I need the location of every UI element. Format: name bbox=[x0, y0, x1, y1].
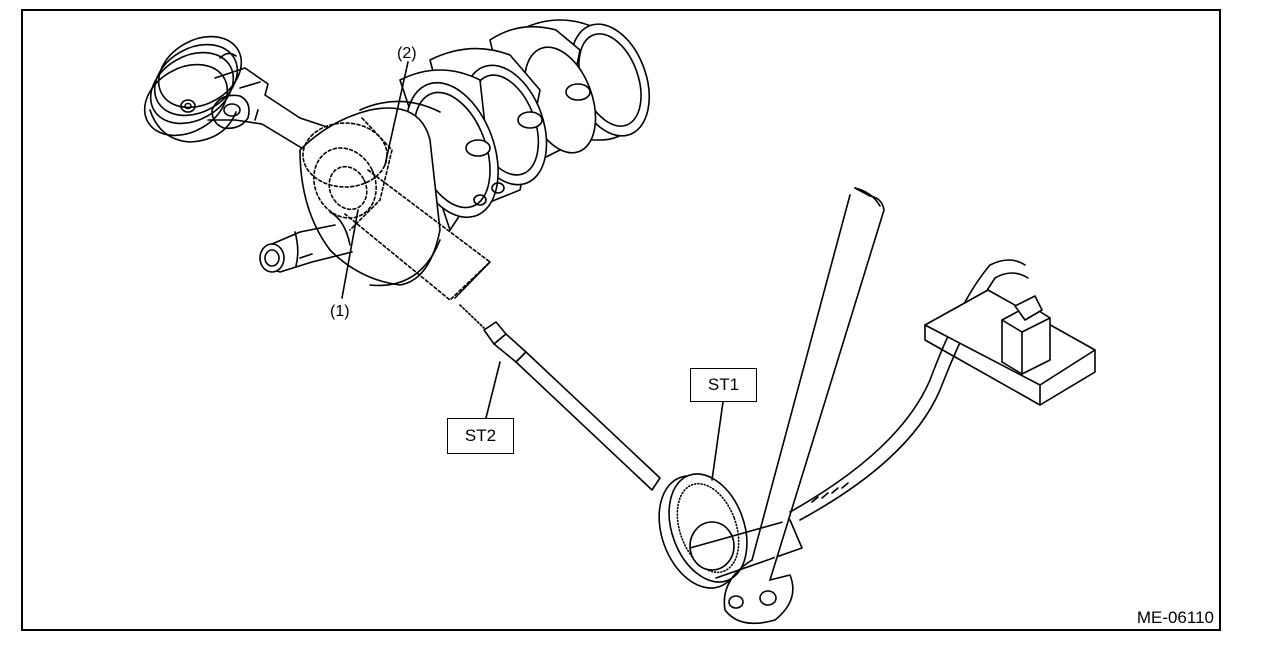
cable-illustration bbox=[789, 259, 1029, 521]
st2-label: ST2 bbox=[464, 426, 497, 445]
leader-lines bbox=[341, 61, 724, 481]
wrench-illustration bbox=[723, 187, 885, 625]
figure-id: ME-06110 bbox=[1136, 608, 1214, 627]
st1-label: ST1 bbox=[707, 375, 740, 394]
st2-probe-illustration bbox=[459, 304, 661, 491]
meter-box-illustration bbox=[924, 289, 1096, 406]
callout-2-label: (2) bbox=[397, 45, 417, 62]
st1-label-box: ST1 bbox=[690, 368, 757, 402]
piston-illustration bbox=[143, 35, 243, 143]
st1-angle-gauge-illustration bbox=[658, 473, 803, 589]
st2-label-box: ST2 bbox=[447, 418, 514, 454]
crankshaft-illustration bbox=[259, 19, 651, 301]
callout-1-label: (1) bbox=[330, 303, 350, 320]
